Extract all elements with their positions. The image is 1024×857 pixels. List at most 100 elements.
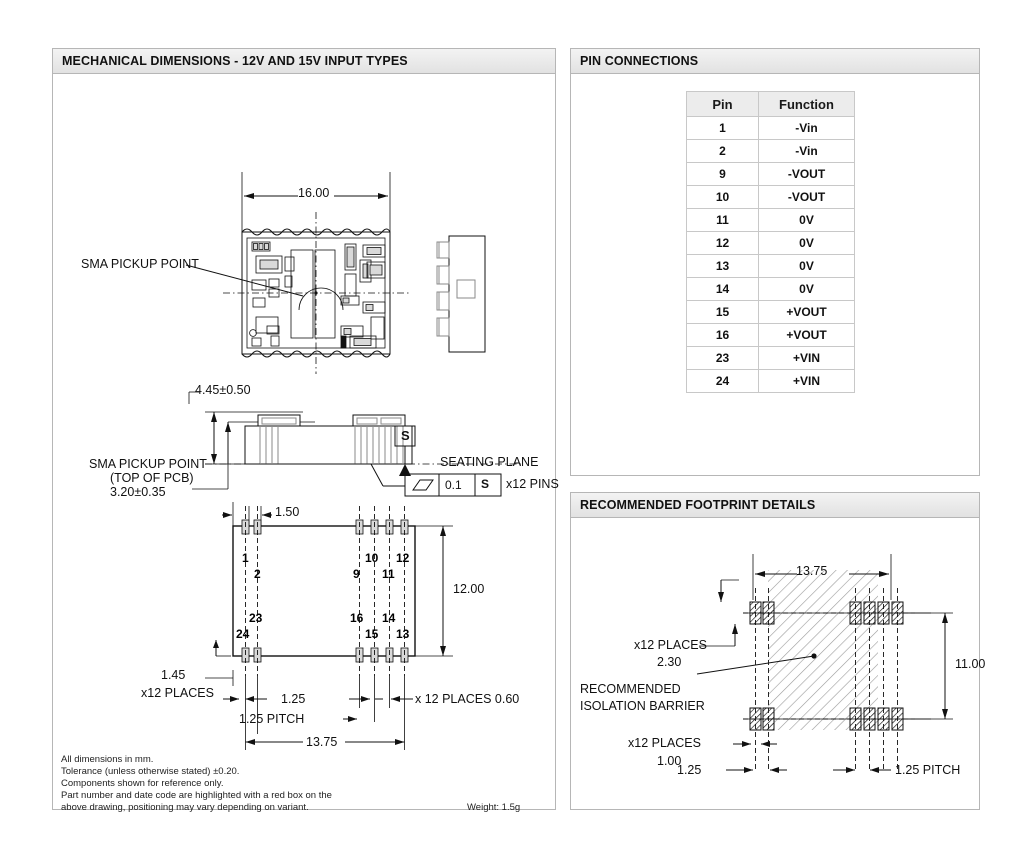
- footprint-pad-height-dim: 2.30: [657, 655, 682, 669]
- pin-number-13: 13: [396, 627, 410, 641]
- flatness-value: 0.1: [445, 478, 462, 492]
- right-side-elevation: [436, 235, 486, 353]
- isolation-barrier-label-line2: ISOLATION BARRIER: [580, 699, 705, 713]
- pin-number-2: 2: [254, 567, 261, 581]
- footprint-width-dimension: [752, 554, 892, 600]
- table-row: 15+VOUT: [686, 300, 855, 324]
- flatness-qty-label: x12 PINS: [506, 477, 559, 491]
- bottom-view-height-dim: 12.00: [453, 582, 485, 596]
- flatness-control-frame: [404, 473, 502, 497]
- pin-cell: 9: [686, 162, 759, 186]
- recommended-footprint-panel: RECOMMENDED FOOTPRINT DETAILS: [570, 492, 985, 810]
- footprint-pad-height-qty: x12 PLACES: [634, 638, 707, 652]
- pin-connections-title: PIN CONNECTIONS: [571, 49, 979, 74]
- mechanical-dimensions-body: 16.00 SMA PICKUP POINT 4.45±0.50 SMA PIC…: [53, 74, 559, 813]
- datum-letter-s: S: [401, 428, 410, 443]
- column-header-pin: Pin: [686, 91, 759, 117]
- side-view: [188, 391, 523, 497]
- note-line-3: Components shown for reference only.: [61, 778, 224, 789]
- pin-cell: 14: [686, 277, 759, 301]
- bottom-view-pin-length-qty: x12 PLACES: [141, 686, 214, 700]
- sma-pickup-thickness-dim: 3.20±0.35: [110, 485, 166, 499]
- pin-number-14: 14: [382, 611, 396, 625]
- footprint-pad-height-dimension: [699, 579, 739, 647]
- pin-number-1: 1: [242, 551, 249, 565]
- pin-number-11: 11: [382, 567, 395, 581]
- bottom-view-pin-width-dim: 1.50: [275, 505, 300, 519]
- weight-label: Weight: 1.5g: [467, 802, 521, 813]
- isolation-barrier-region: [768, 570, 878, 730]
- footprint-pad-width-dim: 1.00: [657, 754, 682, 768]
- footprint-edge-dim-label: 1.25: [677, 763, 702, 777]
- sma-pickup-top-of-pcb-label: (TOP OF PCB): [110, 471, 194, 485]
- note-line-4: Part number and date code are highlighte…: [61, 790, 332, 801]
- footprint-pitch-dimension: [833, 767, 891, 773]
- bottom-view-pitch-label: 1.25 PITCH: [239, 712, 305, 726]
- pin-cell: 23: [686, 346, 759, 370]
- footprint-height-dim-label: 11.00: [955, 657, 986, 671]
- table-row: 1-Vin: [686, 116, 855, 140]
- isolation-barrier-label-line1: RECOMMENDED: [580, 682, 681, 696]
- bottom-view-pitch-dim: 1.25: [281, 692, 306, 706]
- pin-number-12: 12: [396, 551, 410, 565]
- function-cell: +VOUT: [758, 300, 855, 324]
- bottom-view-pin-length-dim: 1.45: [161, 668, 186, 682]
- function-cell: 0V: [758, 208, 855, 232]
- recommended-footprint-title: RECOMMENDED FOOTPRINT DETAILS: [571, 493, 979, 518]
- pin-number-23: 23: [249, 611, 263, 625]
- table-row: 23+VIN: [686, 346, 855, 370]
- note-line-1: All dimensions in mm.: [61, 754, 154, 765]
- bottom-view-overall-width-dim: 13.75: [306, 735, 338, 749]
- table-row: 2-Vin: [686, 139, 855, 163]
- pin-cell: 11: [686, 208, 759, 232]
- footprint-drawing: [696, 554, 953, 773]
- pin-number-16: 16: [350, 611, 364, 625]
- pin-number-24: 24: [236, 627, 250, 641]
- function-cell: 0V: [758, 277, 855, 301]
- footprint-height-dimension: [903, 612, 953, 720]
- function-cell: +VIN: [758, 346, 855, 370]
- note-line-2: Tolerance (unless otherwise stated) ±0.2…: [61, 766, 240, 777]
- footprint-width-dim-label: 13.75: [796, 564, 828, 578]
- function-cell: 0V: [758, 254, 855, 278]
- pin-number-10: 10: [365, 551, 379, 565]
- bottom-view: [205, 502, 453, 750]
- table-row: 9-VOUT: [686, 162, 855, 186]
- note-line-5: above drawing, positioning may vary depe…: [61, 802, 309, 813]
- function-cell: +VOUT: [758, 323, 855, 347]
- mechanical-drawing: [185, 172, 523, 750]
- isolation-barrier-leader: [696, 655, 815, 675]
- pin-cell: 15: [686, 300, 759, 324]
- pin-cell: 1: [686, 116, 759, 140]
- pin-cell: 16: [686, 323, 759, 347]
- seating-plane-label: SEATING PLANE: [440, 455, 539, 469]
- sma-pickup-point-label-top: SMA PICKUP POINT: [81, 257, 199, 271]
- side-view-height-dim: 4.45±0.50: [195, 383, 251, 397]
- pin-cell: 12: [686, 231, 759, 255]
- footprint-pitch-label: 1.25 PITCH: [895, 763, 961, 777]
- function-cell: 0V: [758, 231, 855, 255]
- pin-cell: 13: [686, 254, 759, 278]
- footprint-pad-width-qty: x12 PLACES: [628, 736, 701, 750]
- footprint-edge-dimension: [726, 767, 787, 773]
- flatness-datum: S: [481, 477, 490, 491]
- sma-pickup-point-label-side: SMA PICKUP POINT: [89, 457, 207, 471]
- pin-number-15: 15: [365, 627, 379, 641]
- top-view-width-dim-label: 16.00: [298, 186, 330, 200]
- bottom-view-pin-dia-dim: x 12 PLACES 0.60: [415, 692, 520, 706]
- function-cell: -VOUT: [758, 185, 855, 209]
- top-view-module: [223, 212, 409, 374]
- mechanical-dimensions-panel: MECHANICAL DIMENSIONS - 12V AND 15V INPU…: [52, 48, 559, 813]
- pin-number-9: 9: [353, 567, 360, 581]
- column-header-function: Function: [758, 91, 855, 117]
- function-cell: -Vin: [758, 116, 855, 140]
- function-cell: -Vin: [758, 139, 855, 163]
- function-cell: +VIN: [758, 369, 855, 393]
- mechanical-dimensions-title: MECHANICAL DIMENSIONS - 12V AND 15V INPU…: [53, 49, 555, 74]
